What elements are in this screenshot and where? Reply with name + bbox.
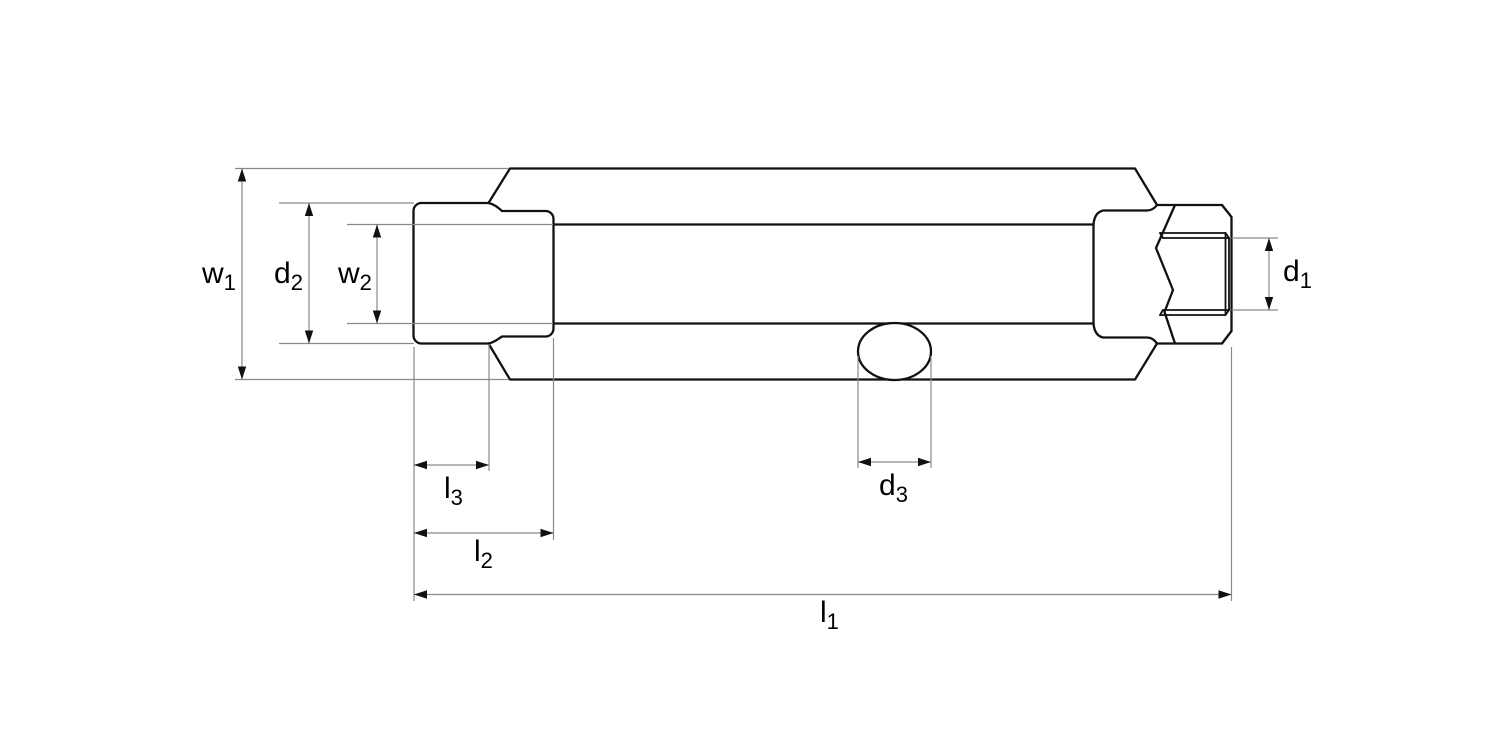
body-top-edge <box>487 167 1159 207</box>
d2-label: d2 <box>274 257 303 295</box>
part-outline <box>412 167 1233 382</box>
d1-arrow-down <box>1264 297 1274 310</box>
right-neck-top <box>1092 203 1159 226</box>
d3-arrow-left <box>858 457 871 467</box>
l2-arrow-right <box>540 528 554 538</box>
dimension-labels: w1 d2 w2 d1 l3 l2 d3 l1 <box>201 255 1312 634</box>
w1-label: w1 <box>201 257 236 295</box>
d2-arrow-up <box>304 203 314 216</box>
w1-arrow-up <box>237 168 247 182</box>
d3-label: d3 <box>879 469 908 507</box>
w2-label: w2 <box>337 257 372 295</box>
l1-arrow-left <box>414 590 427 599</box>
l2-arrow-left <box>414 528 427 538</box>
w2-arrow-down <box>372 310 382 324</box>
l2-label: l2 <box>474 535 493 573</box>
l3-arrow-right <box>476 460 489 470</box>
nut-outline <box>1155 203 1233 345</box>
nut-hex-corner-zigzag <box>1154 203 1177 345</box>
left-end-cap <box>412 201 555 345</box>
dimension-arrows <box>237 168 1274 599</box>
d1-arrow-up <box>1264 238 1274 251</box>
w2-arrow-up <box>372 224 382 238</box>
body-hole-ellipse <box>856 321 933 382</box>
d3-arrow-right <box>918 457 931 467</box>
l3-label: l3 <box>444 472 463 510</box>
w1-arrow-down <box>237 366 247 380</box>
l1-arrow-right <box>1218 590 1232 599</box>
bore-chamfer-corners <box>1159 232 1230 316</box>
body-bottom-edge <box>487 342 1159 381</box>
l3-arrow-left <box>414 460 427 470</box>
d1-label: d1 <box>1283 255 1312 293</box>
d2-arrow-down <box>304 330 314 344</box>
l1-label: l1 <box>820 596 839 634</box>
dimension-lines <box>235 167 1278 601</box>
nut-bore-detail <box>1159 232 1230 316</box>
right-neck-bottom <box>1092 322 1159 345</box>
